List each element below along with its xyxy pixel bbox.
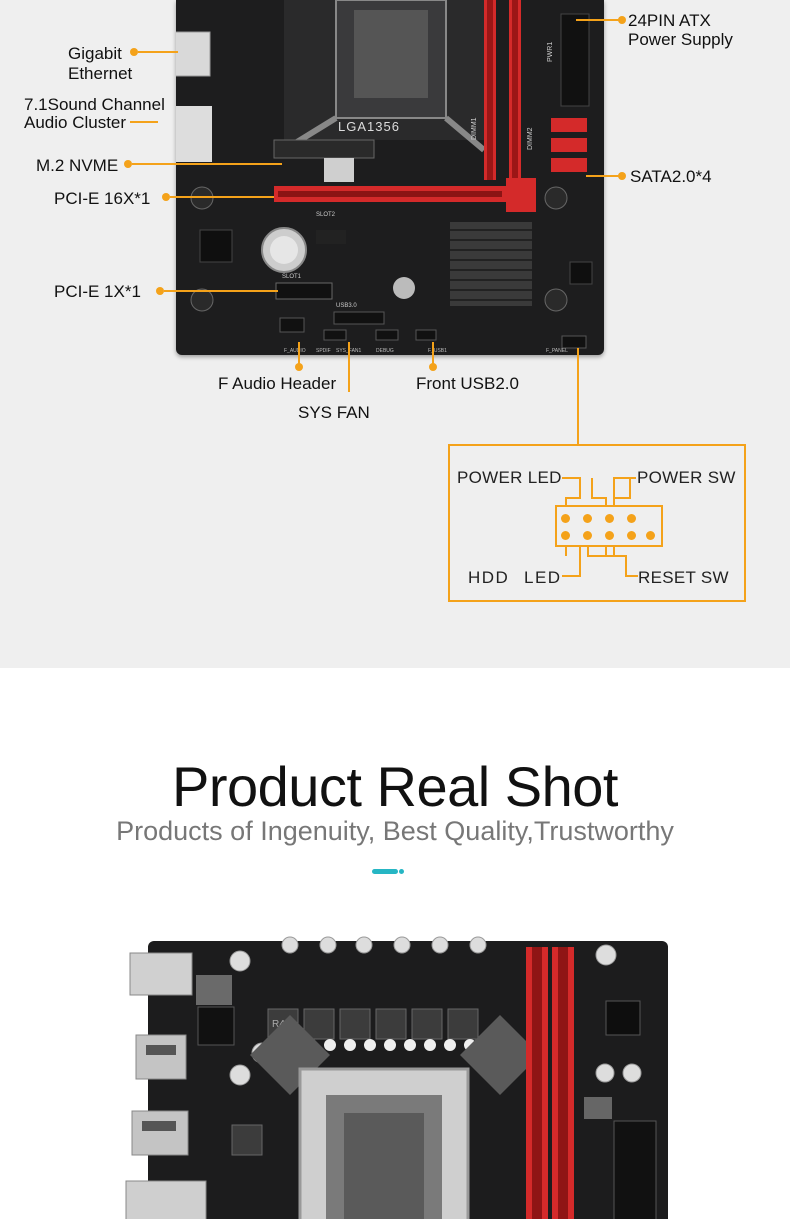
motherboard-diagram: LGA1356 DIMM1 DIMM2 PWR1 [154, 0, 604, 355]
sys-fan-label: SYS FAN [298, 403, 370, 422]
pcie16-label: PCI-E 16X*1 [54, 189, 151, 208]
motherboard-illustration: LGA1356 DIMM1 DIMM2 PWR1 [154, 0, 593, 354]
front-usb-dot [429, 363, 437, 371]
f-panel-silk: F_PANEL [546, 348, 568, 354]
pin-5 [605, 514, 614, 523]
atx-dot [618, 16, 626, 24]
pcie16-leader [170, 196, 274, 198]
atx-label-line1: 24PIN ATX [628, 11, 711, 30]
m2-label: M.2 NVME [36, 156, 119, 175]
front-panel-leader [577, 348, 579, 444]
f-audio-label: F Audio Header [218, 374, 337, 393]
section-title: Product Real Shot [172, 755, 618, 818]
slot1-label: SLOT1 [282, 274, 302, 280]
pinout-connector-drawing [555, 477, 663, 577]
m2-leader [132, 163, 282, 165]
gigabit-ethernet-label-line1: Gigabit [68, 44, 122, 63]
board-diagram-section: LGA1356 DIMM1 DIMM2 PWR1 [0, 0, 790, 668]
sys-fan-leader [348, 342, 350, 392]
pcie1-leader [164, 290, 278, 292]
atx-label-line2: Power Supply [628, 30, 733, 49]
title-accent-bar [372, 869, 398, 874]
pin-3 [583, 514, 592, 523]
section-subtitle: Products of Ingenuity, Best Quality,Trus… [116, 816, 674, 846]
motherboard-photo-illustration: R47 [125, 936, 668, 1224]
pcie1-label: PCI-E 1X*1 [54, 282, 141, 301]
led-label: LED [524, 568, 562, 587]
pwr1-label: PWR1 [547, 42, 554, 62]
spdif-silk: SPDIF [316, 348, 331, 354]
sound-label-line2: Audio Cluster [24, 113, 127, 132]
title-accent-dot [399, 869, 404, 874]
front-usb-label: Front USB2.0 [416, 374, 519, 393]
slot2-label: SLOT2 [316, 212, 336, 218]
atx-leader [576, 19, 620, 21]
sound-label-line1: 7.1Sound Channel [24, 95, 165, 114]
front-panel-pinout: POWER LED POWER SW HDD LED RESET SW [448, 444, 746, 602]
reset-sw-label: RESET SW [638, 568, 729, 587]
sata-dot [618, 172, 626, 180]
gigabit-ethernet-leader [138, 51, 178, 53]
pin-6 [605, 531, 614, 540]
debug-silk: DEBUG [376, 348, 394, 354]
pin-8 [627, 531, 636, 540]
pin-2 [561, 531, 570, 540]
socket-label: LGA1356 [338, 119, 400, 134]
f-audio-dot [295, 363, 303, 371]
f-audio-leader [298, 342, 300, 366]
pin-1 [561, 514, 570, 523]
sound-leader [130, 121, 158, 123]
dimm2-label: DIMM2 [527, 127, 534, 150]
f-usb-silk: F_USB1 [428, 348, 447, 354]
power-sw-label: POWER SW [637, 468, 736, 487]
usb3-label: USB3.0 [336, 303, 357, 309]
power-led-label: POWER LED [457, 468, 562, 487]
sata-label: SATA2.0*4 [630, 167, 712, 186]
dimm1-label: DIMM1 [471, 117, 478, 140]
pin-10 [646, 531, 655, 540]
pin-4 [583, 531, 592, 540]
gigabit-ethernet-dot [130, 48, 138, 56]
pin-7 [627, 514, 636, 523]
front-usb-leader [432, 342, 434, 366]
m2-dot [124, 160, 132, 168]
gigabit-ethernet-label-line2: Ethernet [68, 64, 133, 83]
pcie16-dot [162, 193, 170, 201]
hdd-label: HDD [468, 568, 510, 587]
f-audio-silk: F_AUDIO [284, 348, 306, 354]
pcie1-dot [156, 287, 164, 295]
product-photo: R47 [0, 935, 790, 1224]
sata-leader [586, 175, 620, 177]
